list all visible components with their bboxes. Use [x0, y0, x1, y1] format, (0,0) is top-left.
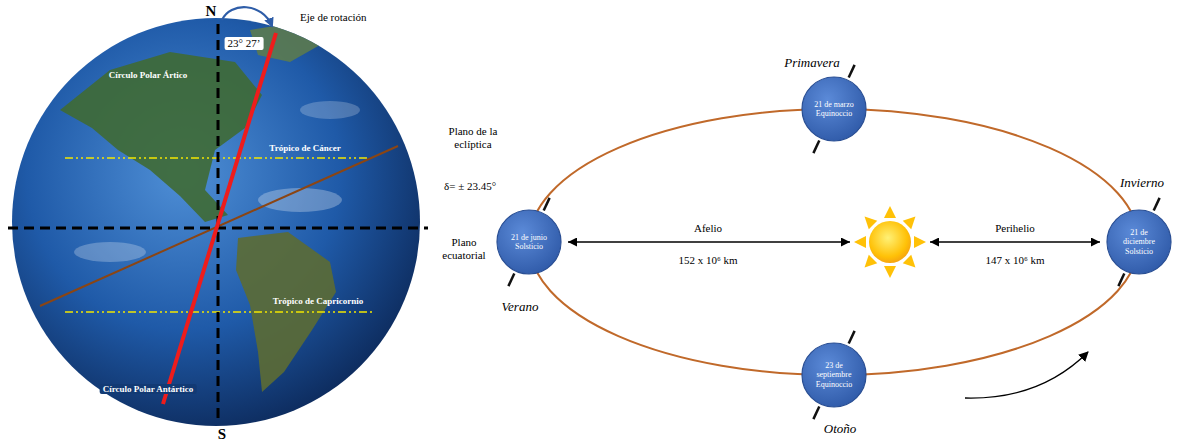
earth-position: 21 de diciembreSolsticio — [1106, 209, 1172, 275]
axis-tick — [849, 331, 855, 344]
earth-position: 21 de junioSolsticio — [496, 209, 562, 275]
sun-ray — [903, 212, 920, 229]
motion-arrow — [965, 352, 1088, 398]
aphelion-arrow — [568, 241, 850, 243]
axis-tick — [508, 274, 514, 287]
sun-disc — [869, 221, 911, 263]
earth-globe — [12, 18, 420, 426]
date-text: 23 de septiembre — [810, 361, 858, 379]
parallel-label: Círculo Polar Antártico — [100, 384, 197, 394]
sun-ray — [884, 206, 896, 218]
event-text: Equinoccio — [810, 109, 858, 118]
orbit-ellipse — [529, 109, 1139, 375]
earth-text-box: 21 de marzoEquinoccio — [801, 76, 867, 142]
distance-value: 152 x 10⁶ km — [678, 254, 737, 267]
date-text: 21 de diciembre — [1115, 228, 1163, 246]
pole-label: S — [218, 427, 226, 442]
event-text: Solsticio — [1115, 247, 1163, 256]
sun-ray — [854, 236, 866, 248]
axis-label: Eje de rotación — [300, 11, 367, 24]
parallel-label: Trópico de Cáncer — [269, 143, 340, 153]
axis-tick — [813, 407, 819, 420]
parallel-label: Círculo Polar Ártico — [109, 70, 188, 80]
season-label: Otoño — [824, 422, 857, 437]
axis-tick — [813, 141, 819, 154]
cloud — [300, 101, 360, 119]
earth-circle — [802, 77, 866, 141]
earth-text-box: 23 de septiembreEquinoccio — [801, 342, 867, 408]
distance-label: Perihelio — [995, 222, 1035, 235]
event-text: Solsticio — [505, 242, 553, 251]
sun-ray — [914, 236, 926, 248]
parallel-label: Trópico de Capricornio — [273, 296, 363, 306]
season-label: Verano — [502, 300, 539, 315]
date-text: 21 de junio — [505, 233, 553, 242]
axis-ticks — [508, 65, 1159, 419]
season-label: Primavera — [784, 56, 840, 71]
event-text: Equinoccio — [810, 380, 858, 389]
earth-circle — [1107, 210, 1171, 274]
north-america-land — [60, 52, 262, 222]
season-label: Invierno — [1120, 176, 1164, 191]
plane-label: Plano ecuatorial — [436, 236, 492, 261]
angle-label: 23° 27’ — [225, 37, 264, 50]
axis-tick — [1118, 274, 1124, 287]
axis-tick — [849, 65, 855, 78]
cloud — [74, 242, 146, 262]
earth-circle — [802, 343, 866, 407]
plane-label: Plano de la eclíptica — [441, 125, 505, 150]
rotation-arrow — [222, 7, 272, 26]
sun-ray — [860, 255, 877, 272]
distance-value: 147 x 10⁶ km — [985, 254, 1044, 267]
distance-label: Afelio — [694, 222, 722, 235]
cloud — [258, 188, 342, 212]
sun-ray — [903, 255, 920, 272]
declination-label: δ= ± 23.45° — [444, 180, 496, 193]
earth-text-box: 21 de diciembreSolsticio — [1106, 209, 1172, 275]
earth-position: 23 de septiembreEquinoccio — [801, 342, 867, 408]
axis-tick — [1154, 198, 1160, 211]
pole-label: N — [206, 4, 217, 19]
date-text: 21 de marzo — [810, 100, 858, 109]
earth-position: 21 de marzoEquinoccio — [801, 76, 867, 142]
rotation-axis — [163, 33, 276, 404]
sun-ray — [884, 266, 896, 278]
perihelion-arrow — [930, 241, 1100, 243]
axis-tick — [544, 198, 550, 211]
sun-ray — [860, 212, 877, 229]
sun-symbol — [854, 206, 926, 278]
earth-circle — [497, 210, 561, 274]
earth-text-box: 21 de junioSolsticio — [496, 209, 562, 275]
